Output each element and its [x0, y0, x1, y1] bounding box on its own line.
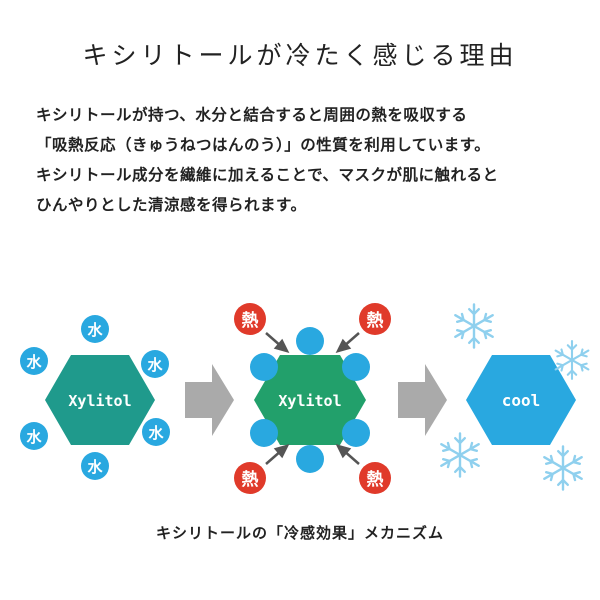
heat-glyph: 熱	[367, 310, 384, 331]
water-molecule	[250, 353, 278, 381]
arrow-right-icon	[398, 364, 447, 436]
stage-cool: cool	[440, 303, 590, 491]
arrow-inward-icon	[265, 332, 290, 353]
snowflake-icon	[554, 340, 590, 380]
water-badge: 水	[20, 347, 48, 375]
heat-glyph: 熱	[367, 469, 384, 490]
description-line-2: 「吸熱反応（きゅうねつはんのう）」の性質を利用しています。	[36, 136, 491, 154]
water-molecule	[342, 353, 370, 381]
water-glyph: 水	[87, 321, 103, 339]
water-glyph: 水	[26, 353, 42, 371]
water-glyph: 水	[148, 424, 164, 442]
mechanism-diagram: Xylitol 水 水 水 水 水 水	[20, 303, 590, 494]
xylitol-label: Xylitol	[278, 392, 341, 410]
description: キシリトールが持つ、水分と結合すると周囲の熱を吸収する 「吸熱反応（きゅうねつは…	[36, 100, 576, 220]
water-badge: 水	[142, 418, 170, 446]
water-badge: 水	[81, 452, 109, 480]
diagram-caption: キシリトールの「冷感効果」メカニズム	[155, 524, 444, 542]
arrow-inward-icon	[265, 444, 290, 465]
xylitol-label: Xylitol	[68, 392, 131, 410]
xylitol-hexagon	[254, 355, 366, 445]
description-line-4: ひんやりとした清涼感を得られます。	[36, 196, 307, 214]
heat-glyph: 熱	[242, 469, 259, 490]
cool-label: cool	[502, 391, 541, 410]
water-badge: 水	[141, 350, 169, 378]
water-badge: 水	[20, 422, 48, 450]
page-title: キシリトールが冷たく感じる理由	[82, 41, 518, 70]
stage-xylitol-absorbing-heat: Xylitol 熱 熱 熱 熱	[234, 303, 391, 494]
arrow-inward-icon	[335, 444, 360, 465]
xylitol-hexagon	[45, 355, 155, 445]
water-molecule	[250, 419, 278, 447]
description-line-1: キシリトールが持つ、水分と結合すると周囲の熱を吸収する	[36, 106, 468, 124]
description-line-3: キシリトール成分を繊維に加えることで、マスクが肌に触れると	[36, 166, 499, 184]
water-molecule	[342, 419, 370, 447]
heat-badge: 熱	[234, 303, 266, 335]
stage-xylitol-with-water: Xylitol 水 水 水 水 水 水	[20, 315, 170, 480]
water-badge: 水	[81, 315, 109, 343]
heat-badge: 熱	[359, 303, 391, 335]
heat-badge: 熱	[359, 462, 391, 494]
snowflake-icon	[454, 303, 494, 349]
water-molecule	[296, 445, 324, 473]
arrow-right-icon	[185, 364, 234, 436]
snowflake-icon	[440, 432, 480, 478]
water-glyph: 水	[87, 458, 103, 476]
water-molecule	[296, 327, 324, 355]
water-glyph: 水	[147, 356, 163, 374]
snowflake-icon	[543, 445, 583, 491]
arrow-inward-icon	[335, 332, 360, 353]
heat-badge: 熱	[234, 462, 266, 494]
heat-glyph: 熱	[242, 310, 259, 331]
water-glyph: 水	[26, 428, 42, 446]
cool-hexagon	[466, 355, 576, 445]
